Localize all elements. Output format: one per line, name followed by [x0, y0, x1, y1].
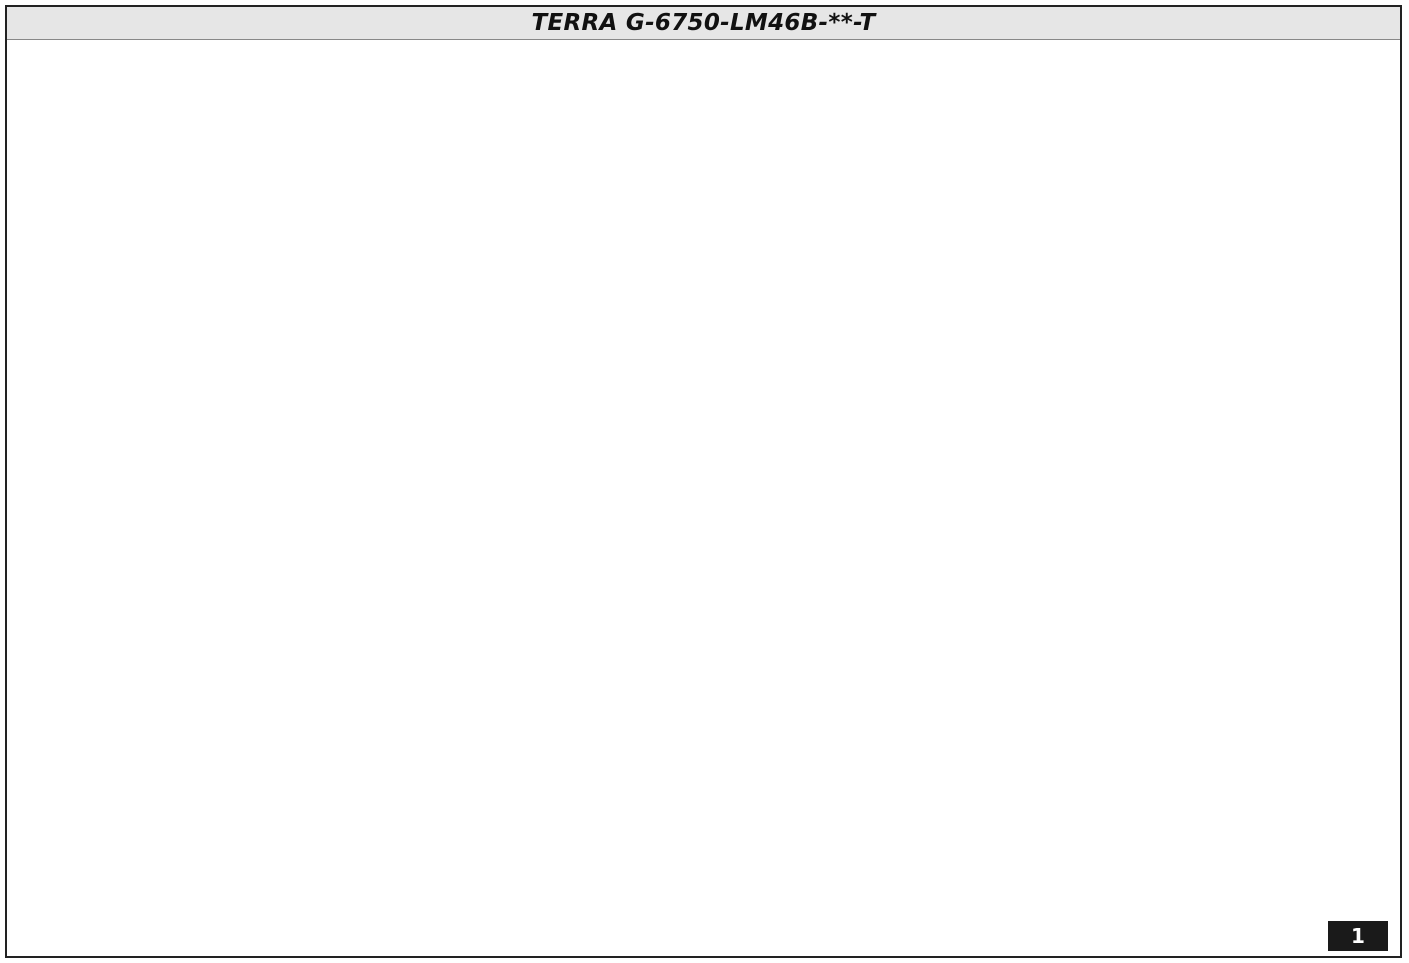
drawing-title: TERRA G-6750-LM46B-**-T: [531, 10, 876, 36]
page-number-badge: 1: [1328, 921, 1388, 951]
drawing-frame: TERRA G-6750-LM46B-**-T 1: [5, 5, 1402, 958]
title-bar: TERRA G-6750-LM46B-**-T: [7, 7, 1400, 40]
